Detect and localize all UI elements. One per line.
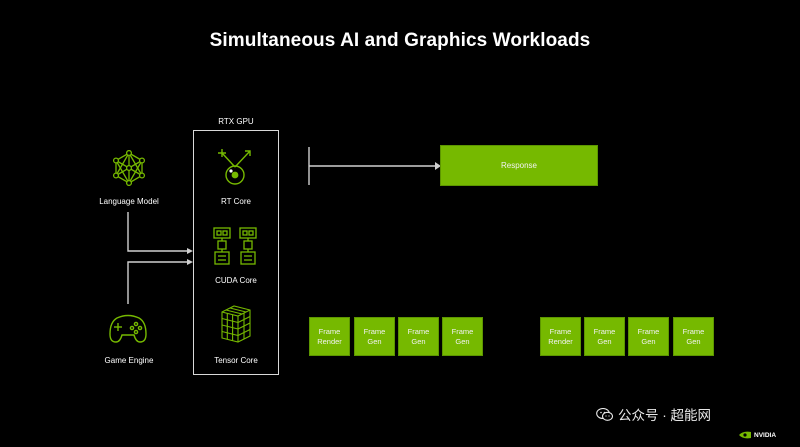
response-label: Response (500, 161, 538, 170)
gamepad-icon (109, 314, 147, 343)
tensor-cube-icon (221, 305, 251, 343)
arrow-head-bottom (187, 259, 193, 265)
response-arrow-head (435, 162, 441, 170)
tensor-core-label: Tensor Core (214, 356, 258, 365)
frame-line2: Gen (455, 336, 470, 346)
frame-line2: Gen (686, 336, 701, 346)
frame-line2: Gen (597, 336, 612, 346)
nvidia-logo: NVIDIA (738, 431, 776, 439)
game-engine-connector (127, 261, 188, 304)
gpu-label: RTX GPU (218, 117, 254, 126)
slide-title: Simultaneous AI and Graphics Workloads (209, 30, 591, 51)
frame-block: Frame Render (540, 317, 581, 356)
frame-block: Frame Gen (584, 317, 625, 356)
frame-line1: Frame (318, 326, 341, 336)
frame-block: Frame Gen (398, 317, 439, 356)
language-model-label: Language Model (99, 197, 159, 206)
language-model-connector (127, 212, 188, 252)
response-block: Response (440, 145, 598, 186)
wechat-icon (596, 407, 613, 421)
frame-line2: Render (548, 336, 573, 346)
arrow-head-top (187, 248, 193, 254)
frame-line1: Frame (593, 326, 616, 336)
gpu-container (193, 130, 279, 375)
frame-block: Frame Gen (442, 317, 483, 356)
frame-line2: Render (317, 336, 342, 346)
watermark: 公众号 · 超能网 (596, 404, 711, 424)
frame-line1: Frame (549, 326, 572, 336)
frame-block: Frame Render (309, 317, 350, 356)
neural-network-icon (112, 150, 146, 186)
rt-core-label: RT Core (221, 197, 251, 206)
frame-line1: Frame (407, 326, 430, 336)
ray-tracing-icon (218, 149, 251, 185)
frame-line1: Frame (637, 326, 660, 336)
frame-line2: Gen (367, 336, 382, 346)
frame-line1: Frame (363, 326, 386, 336)
cuda-chip-icon (213, 227, 257, 265)
frame-line2: Gen (411, 336, 426, 346)
frame-line1: Frame (451, 326, 474, 336)
frame-block: Frame Gen (628, 317, 669, 356)
frame-line2: Gen (641, 336, 656, 346)
frame-block: Frame Gen (354, 317, 395, 356)
game-engine-label: Game Engine (104, 356, 154, 365)
nvidia-wordmark: NVIDIA (754, 431, 777, 439)
nvidia-eye-icon (739, 431, 751, 439)
watermark-text: 公众号 · 超能网 (618, 408, 711, 423)
frame-block: Frame Gen (673, 317, 714, 356)
cuda-core-label: CUDA Core (215, 276, 257, 285)
frame-line1: Frame (682, 326, 705, 336)
